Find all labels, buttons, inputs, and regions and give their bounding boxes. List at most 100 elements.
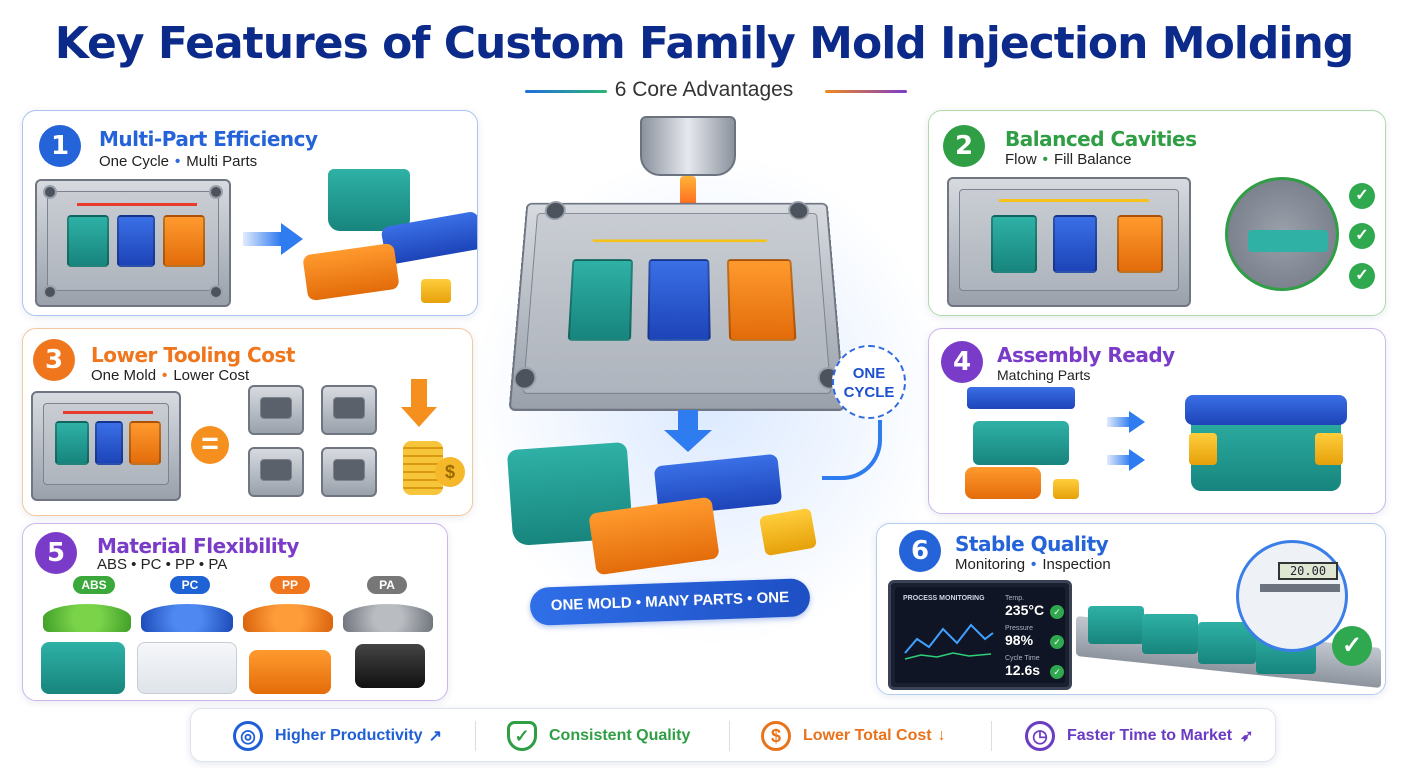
exploded-lid-part	[967, 387, 1075, 409]
material-tag-abs: ABS	[73, 576, 115, 594]
pc-clear-container-part	[137, 642, 237, 694]
abs-pellets	[43, 604, 131, 632]
yellow-clip-part	[421, 279, 451, 303]
equals-icon: =	[191, 426, 229, 464]
caliper-inspection-circle	[1236, 540, 1348, 652]
rocket-icon: ➶	[1240, 728, 1254, 745]
arrow-up-right-icon: ↗	[428, 728, 442, 745]
exploded-clip-part	[1053, 479, 1079, 499]
family-mold-image	[35, 179, 231, 307]
pp-tray-part	[249, 650, 331, 694]
card-title: Balanced Cavities	[1005, 127, 1197, 151]
card-subtitle-a: One Cycle	[99, 153, 170, 170]
inspected-container	[1142, 614, 1198, 654]
benefit-lower-total-cost: $ Lower Total Cost ↓	[761, 709, 946, 763]
card-subtitle: Monitoring•Inspection	[955, 556, 1111, 573]
process-monitor: PROCESS MONITORING Temp.235°C ✓ Pressure…	[888, 580, 1072, 690]
card-number-badge: 5	[35, 532, 77, 574]
card-number-badge: 2	[943, 125, 985, 167]
assembled-clip-left	[1189, 433, 1217, 465]
subtitle-row: 6 Core Advantages	[0, 78, 1408, 104]
assembled-clip-right	[1315, 433, 1343, 465]
single-mold-icon	[248, 447, 304, 497]
arrow-right-icon	[243, 232, 281, 246]
card-subtitle: One Mold•Lower Cost	[91, 367, 250, 384]
check-icon: ✓	[1349, 263, 1375, 289]
check-icon: ✓	[1050, 605, 1064, 619]
subtitle-line-left	[525, 90, 607, 93]
check-icon: ✓	[1050, 665, 1064, 679]
dollar-hand-icon: $	[761, 721, 791, 751]
card-material-flexibility: 5 Material Flexibility ABS • PC • PP • P…	[22, 523, 448, 701]
down-arrow-icon	[411, 379, 427, 409]
orange-tray-part	[302, 242, 400, 302]
card-subtitle: Matching Parts	[997, 367, 1091, 383]
assembled-lid	[1185, 395, 1347, 425]
check-icon: ✓	[1349, 183, 1375, 209]
card-number-badge: 1	[39, 125, 81, 167]
pp-pellets	[243, 604, 333, 632]
card-number-badge: 6	[899, 530, 941, 572]
card-title: Lower Tooling Cost	[91, 343, 295, 367]
single-mold-icon	[248, 385, 304, 435]
benefit-higher-productivity: ◎ Higher Productivity ↗	[233, 709, 442, 763]
one-cycle-badge: ONE CYCLE	[832, 345, 906, 419]
exploded-tray-part	[965, 467, 1041, 499]
single-mold-icon	[321, 447, 377, 497]
zoom-detail-circle	[1225, 177, 1339, 291]
single-mold-icon	[321, 385, 377, 435]
benefit-faster-time-to-market: ◷ Faster Time to Market ➶	[1025, 709, 1254, 763]
abs-container-part	[41, 642, 125, 694]
arrow-right-icon	[1107, 417, 1131, 427]
card-lower-tooling-cost: 3 Lower Tooling Cost One Mold•Lower Cost…	[22, 328, 473, 516]
arrow-right-icon	[1107, 455, 1131, 465]
material-tag-pc: PC	[170, 576, 210, 594]
card-title: Multi-Part Efficiency	[99, 127, 318, 151]
clock-icon: ◷	[1025, 721, 1055, 751]
card-title: Stable Quality	[955, 532, 1109, 556]
target-icon: ◎	[233, 721, 263, 751]
card-subtitle: One Cycle•Multi Parts	[99, 153, 258, 170]
page-subtitle: 6 Core Advantages	[614, 78, 794, 101]
benefit-consistent-quality: ✓ Consistent Quality	[507, 709, 690, 763]
check-icon: ✓	[1332, 626, 1372, 666]
card-title: Material Flexibility	[97, 534, 299, 558]
material-tag-pp: PP	[270, 576, 310, 594]
teal-container-part	[328, 169, 410, 231]
card-title: Assembly Ready	[997, 343, 1175, 367]
card-multi-part-efficiency: 1 Multi-Part Efficiency One Cycle•Multi …	[22, 110, 478, 316]
trend-chart-icon	[904, 623, 994, 660]
check-icon: ✓	[1349, 223, 1375, 249]
dollar-coin-icon: $	[435, 457, 465, 487]
cycle-arrow-icon	[822, 420, 882, 480]
page-title: Key Features of Custom Family Mold Injec…	[54, 18, 1355, 69]
family-mold-image	[31, 391, 181, 501]
card-number-badge: 4	[941, 341, 983, 383]
exploded-container-part	[973, 421, 1069, 465]
material-tag-pa: PA	[367, 576, 407, 594]
injection-nozzle	[640, 116, 736, 176]
card-subtitle: ABS • PC • PP • PA	[97, 556, 228, 573]
pa-bracket-part	[355, 644, 425, 688]
monitor-stat-temp: Temp.235°C	[1005, 595, 1045, 618]
monitor-title: PROCESS MONITORING	[903, 595, 985, 602]
down-arrow-icon	[678, 410, 698, 432]
shield-check-icon: ✓	[507, 721, 537, 751]
check-icon: ✓	[1050, 635, 1064, 649]
caliper-reading: 20.00	[1278, 562, 1338, 580]
card-balanced-cavities: 2 Balanced Cavities Flow•Fill Balance ✓ …	[928, 110, 1386, 316]
pc-pellets	[141, 604, 233, 632]
card-number-badge: 3	[33, 339, 75, 381]
inspected-container	[1088, 606, 1144, 644]
pa-pellets	[343, 604, 433, 632]
center-family-mold	[508, 201, 846, 411]
subtitle-line-right	[825, 90, 907, 93]
benefits-bar: ◎ Higher Productivity ↗ ✓ Consistent Qua…	[190, 708, 1276, 762]
card-subtitle: Flow•Fill Balance	[1005, 151, 1132, 168]
balanced-mold-image	[947, 177, 1191, 307]
caliper-icon	[1260, 584, 1340, 592]
arrow-down-icon: ↓	[937, 727, 946, 744]
card-subtitle-b: Multi Parts	[186, 153, 258, 170]
